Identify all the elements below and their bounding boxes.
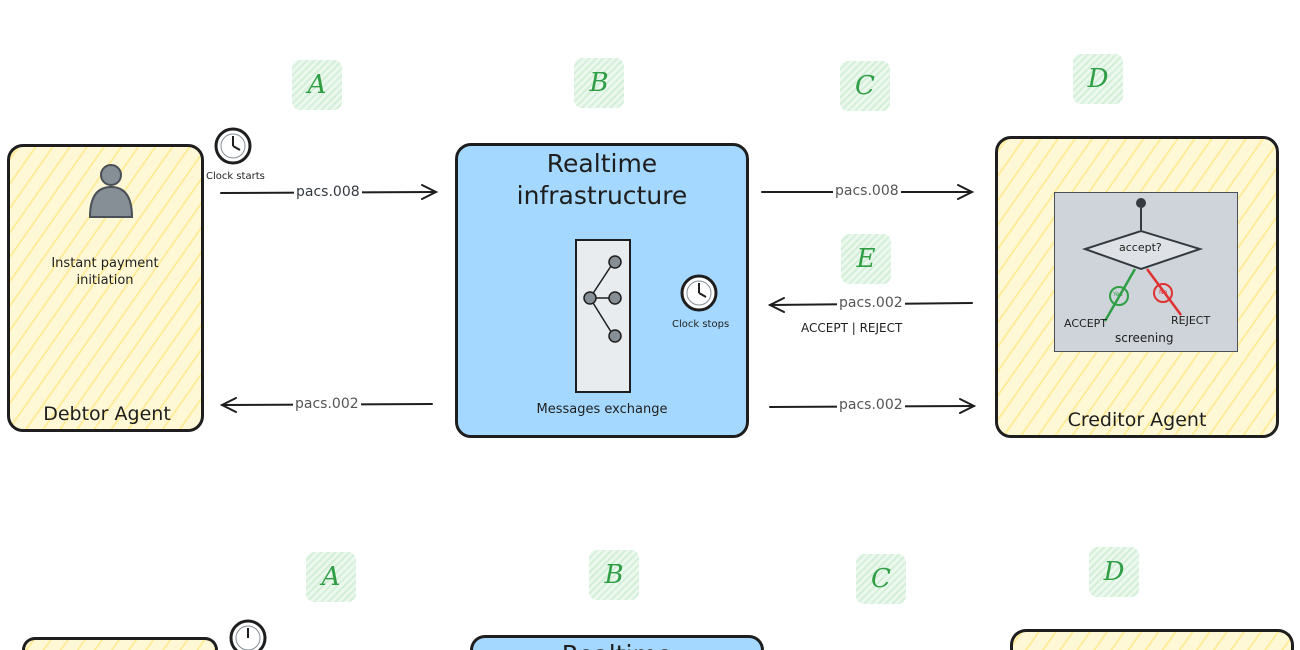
badge-a: A bbox=[292, 60, 342, 110]
message-rti-to-creditor: pacs.008 bbox=[833, 183, 901, 199]
message-rti-to-debtor: pacs.002 bbox=[293, 396, 361, 412]
badge-b: B bbox=[574, 58, 624, 108]
badge-d-bottom: D bbox=[1089, 547, 1139, 597]
decision-question: accept? bbox=[1119, 241, 1162, 254]
accept-outcome: ACCEPT bbox=[1064, 317, 1107, 330]
debtor-agent-box-bottom bbox=[22, 637, 218, 650]
message-rti-to-creditor-confirm: pacs.002 bbox=[837, 397, 905, 413]
creditor-agent-title: Creditor Agent bbox=[1067, 409, 1207, 431]
clock-stop-label: Clock stops bbox=[672, 319, 730, 330]
messages-exchange-label: Messages exchange bbox=[536, 402, 668, 417]
decision-no-label: No bbox=[1159, 289, 1168, 296]
debtor-description: Instant payment initiation bbox=[51, 256, 159, 288]
screening-caption: screening bbox=[1115, 331, 1174, 345]
clock-stop-icon bbox=[680, 274, 718, 312]
clock-start-icon-bottom bbox=[229, 619, 267, 650]
decision-flow-icon bbox=[1081, 198, 1204, 322]
infrastructure-title-bottom: Realtime bbox=[473, 640, 761, 650]
message-creditor-to-rti: pacs.002 bbox=[837, 295, 905, 311]
badge-d: D bbox=[1073, 54, 1123, 104]
badge-c: C bbox=[840, 61, 890, 111]
creditor-agent-box: accept? Yes No ACCEPT REJECT screening C… bbox=[995, 136, 1279, 438]
message-graph-icon bbox=[583, 255, 622, 343]
realtime-infrastructure-box: Realtime infrastructure Messages exchang… bbox=[455, 143, 749, 438]
creditor-decision-label: ACCEPT | REJECT bbox=[801, 321, 903, 335]
debtor-agent-title: Debtor Agent bbox=[43, 403, 171, 425]
clock-start-icon bbox=[214, 127, 252, 165]
decision-yes-label: Yes bbox=[1113, 291, 1123, 298]
person-icon bbox=[88, 164, 134, 218]
message-debtor-to-rti: pacs.008 bbox=[294, 184, 362, 200]
badge-a-bottom: A bbox=[306, 552, 356, 602]
badge-c-bottom: C bbox=[856, 554, 906, 604]
badge-b-bottom: B bbox=[589, 550, 639, 600]
realtime-infrastructure-box-bottom: Realtime bbox=[470, 635, 764, 650]
screening-panel: accept? Yes No ACCEPT REJECT screening bbox=[1054, 192, 1238, 352]
infrastructure-title: Realtime infrastructure bbox=[516, 149, 688, 210]
badge-e: E bbox=[841, 234, 891, 284]
debtor-agent-box: Instant payment initiation Debtor Agent bbox=[7, 144, 204, 432]
clock-start-label: Clock starts bbox=[206, 171, 265, 182]
message-panel bbox=[575, 239, 631, 393]
reject-outcome: REJECT bbox=[1171, 314, 1211, 327]
creditor-agent-box-bottom bbox=[1010, 629, 1294, 650]
